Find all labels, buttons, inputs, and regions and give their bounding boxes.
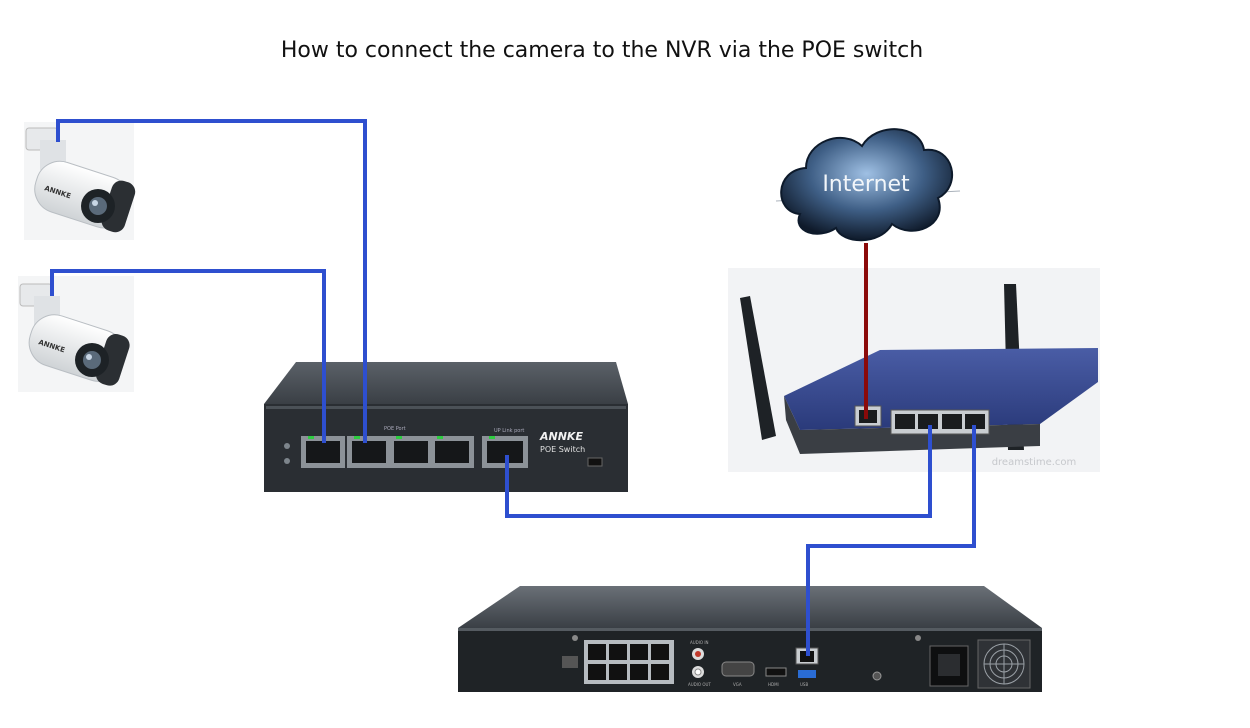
nvr-audio-in-label: AUDIO IN <box>690 640 709 645</box>
router-watermark: dreamstime.com <box>992 457 1077 468</box>
nvr-ground-screw <box>572 635 578 641</box>
camera-2: ANNKE <box>18 276 134 392</box>
nvr-vga-label: VGA <box>733 682 742 687</box>
poe-switch-top <box>264 362 628 404</box>
internet-cloud: Internet <box>775 128 961 242</box>
poe-port-4 <box>430 436 474 468</box>
cables <box>50 119 976 656</box>
router-lan-port-3 <box>942 414 962 429</box>
nvr-audio-out-label: AUDIO OUT <box>688 682 711 687</box>
nvr-fan <box>977 639 1031 689</box>
cable-camera2-to-switch <box>50 269 326 443</box>
nvr-vga-port <box>721 661 755 677</box>
poe-port-1 <box>301 436 345 468</box>
nvr: AUDIO IN AUDIO OUT VGA HDMI USB <box>458 586 1042 692</box>
nvr-top <box>458 586 1042 628</box>
router-lan-port-1 <box>895 414 915 429</box>
nvr-usb-label: USB <box>800 682 808 687</box>
nvr-label-sticker <box>562 656 578 668</box>
cloud-shape <box>780 128 954 242</box>
led-link <box>284 458 290 464</box>
router-lan-port-4 <box>965 414 985 429</box>
router: dreamstime.com <box>728 268 1100 472</box>
camera-2-lens-glint <box>86 354 92 360</box>
camera-1-lens <box>89 197 107 215</box>
nvr-hdmi-port <box>765 667 787 677</box>
router-lan-port-2 <box>918 414 938 429</box>
cable-router-to-nvr <box>806 425 976 656</box>
diagram-title: How to connect the camera to the NVR via… <box>280 38 924 63</box>
cable-switch-uplink-to-router <box>505 425 932 518</box>
camera-1: ANNKE <box>24 122 136 240</box>
camera-1-lens-glint <box>92 200 98 206</box>
switch-model: POE Switch <box>540 445 585 454</box>
camera-1-hood <box>101 180 136 233</box>
led-power <box>284 443 290 449</box>
router-left-antenna <box>740 296 776 440</box>
nvr-poe-ports <box>584 640 674 684</box>
uplink-label: UP Link port <box>494 428 524 434</box>
cloud-label: Internet <box>822 172 910 197</box>
switch-reset-slot <box>587 457 603 467</box>
cable-camera1-to-switch <box>56 119 367 443</box>
camera-2-lens <box>83 351 101 369</box>
nvr-reset-button <box>872 671 882 681</box>
nvr-usb-port <box>798 670 816 678</box>
camera-2-hood <box>95 334 130 386</box>
nvr-hdmi-label: HDMI <box>768 682 779 687</box>
poe-switch: POE Port UP Link port ANNKE <box>264 362 628 492</box>
poe-port-2 <box>347 436 391 468</box>
poe-port-3 <box>389 436 433 468</box>
switch-brand: ANNKE <box>539 430 583 443</box>
poe-ports-label: POE Port <box>384 426 406 432</box>
